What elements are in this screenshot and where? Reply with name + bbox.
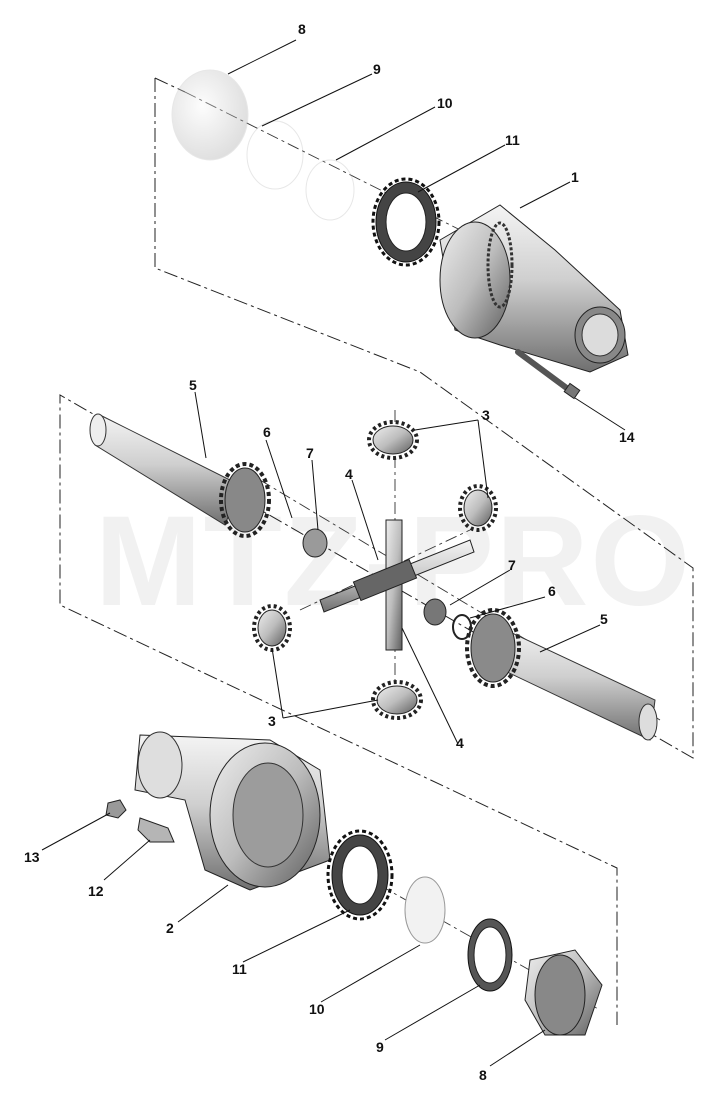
part-3-pinion-left: [252, 604, 292, 652]
part-11-bottom-ring: [326, 829, 394, 921]
part-7-left-washer: [302, 528, 328, 558]
callout-7-left: 7: [306, 445, 314, 461]
callout-10-top: 10: [437, 95, 453, 111]
part-5-left-shaft: [89, 413, 271, 538]
part-7-right-washer: [423, 598, 447, 626]
part-1-housing: [439, 204, 629, 373]
part-3-pinion-top: [367, 420, 419, 460]
part-8-top: [171, 69, 355, 221]
part-12-lockplate: [137, 817, 175, 843]
part-3-pinion-right: [458, 484, 498, 532]
part-9-bottom-ring: [467, 918, 513, 992]
callout-1: 1: [571, 169, 579, 185]
callout-3-top: 3: [482, 407, 490, 423]
callout-9-bottom: 9: [376, 1039, 384, 1055]
callout-6-right: 6: [548, 583, 556, 599]
callout-9-top: 9: [373, 61, 381, 77]
part-10-bottom-shim: [404, 876, 446, 944]
callout-14: 14: [619, 429, 635, 445]
callout-11-bottom: 11: [232, 961, 247, 977]
callout-5-left: 5: [189, 377, 197, 393]
part-11-top-ring: [371, 177, 441, 267]
callout-12: 12: [88, 883, 104, 899]
callout-11-top: 11: [505, 132, 520, 148]
callout-10-bottom: 10: [309, 1001, 325, 1017]
part-5-right-shaft: [465, 608, 658, 741]
callout-3-bottom: 3: [268, 713, 276, 729]
part-3-pinion-bottom: [371, 680, 423, 720]
callout-4-bottom: 4: [456, 735, 464, 751]
part-4-cross: [319, 519, 475, 651]
callout-6-left: 6: [263, 424, 271, 440]
part-2-housing: [134, 731, 331, 891]
part-8-bottom-cup: [524, 949, 603, 1036]
callout-2: 2: [166, 920, 174, 936]
callout-8-bottom: 8: [479, 1067, 487, 1083]
part-14-bolt: [515, 349, 581, 400]
callout-13: 13: [24, 849, 40, 865]
callout-4-top: 4: [345, 466, 353, 482]
callout-7-right: 7: [508, 557, 516, 573]
callout-5-right: 5: [600, 611, 608, 627]
callout-8-top: 8: [298, 21, 306, 37]
part-13-nut: [105, 799, 127, 819]
leader-lines: [41, 39, 626, 1067]
